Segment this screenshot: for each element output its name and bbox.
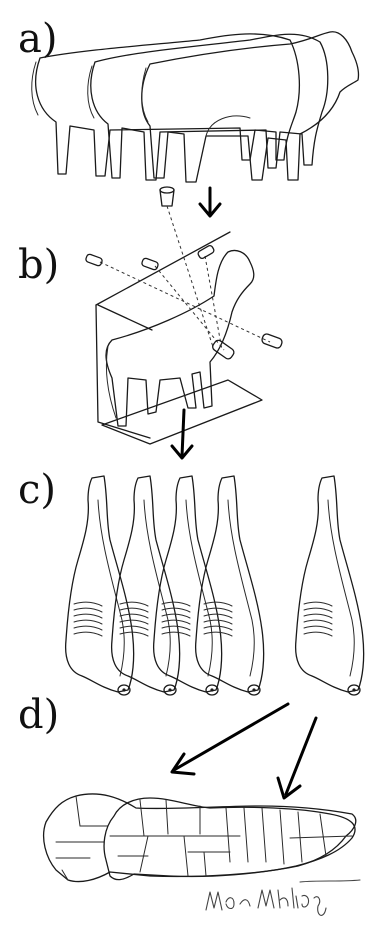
panel-d-primal-cuts [44,794,356,882]
cow-in-station [106,250,254,426]
panel-label-d: d) [18,692,59,738]
artist-signature [206,880,360,915]
sensor-tube-top [160,187,174,206]
panel-label-c: c) [18,467,56,513]
carcass-half [112,476,180,695]
camera-bottom [211,339,235,361]
cut-map-front [104,798,355,880]
camera-right [261,333,283,349]
carcass-half [296,476,364,695]
camera-top-middle [141,258,159,271]
camera-left [85,254,103,267]
panel-label-a: a) [18,16,57,62]
arrow-c-to-d-right [278,718,316,798]
cow-middle [88,34,328,180]
carcass-half [154,476,222,695]
camera-top-right [197,245,215,260]
panel-c-carcass-halves [66,476,364,695]
carcass-half [196,476,264,695]
arrow-a-to-b [200,188,220,216]
panel-a-live-cattle [32,32,359,182]
arrow-c-to-d-left [172,704,288,774]
carcass-half [66,476,134,695]
panel-label-b: b) [18,242,59,288]
cow-front [142,32,359,182]
panel-b-imaging-station [85,206,283,444]
